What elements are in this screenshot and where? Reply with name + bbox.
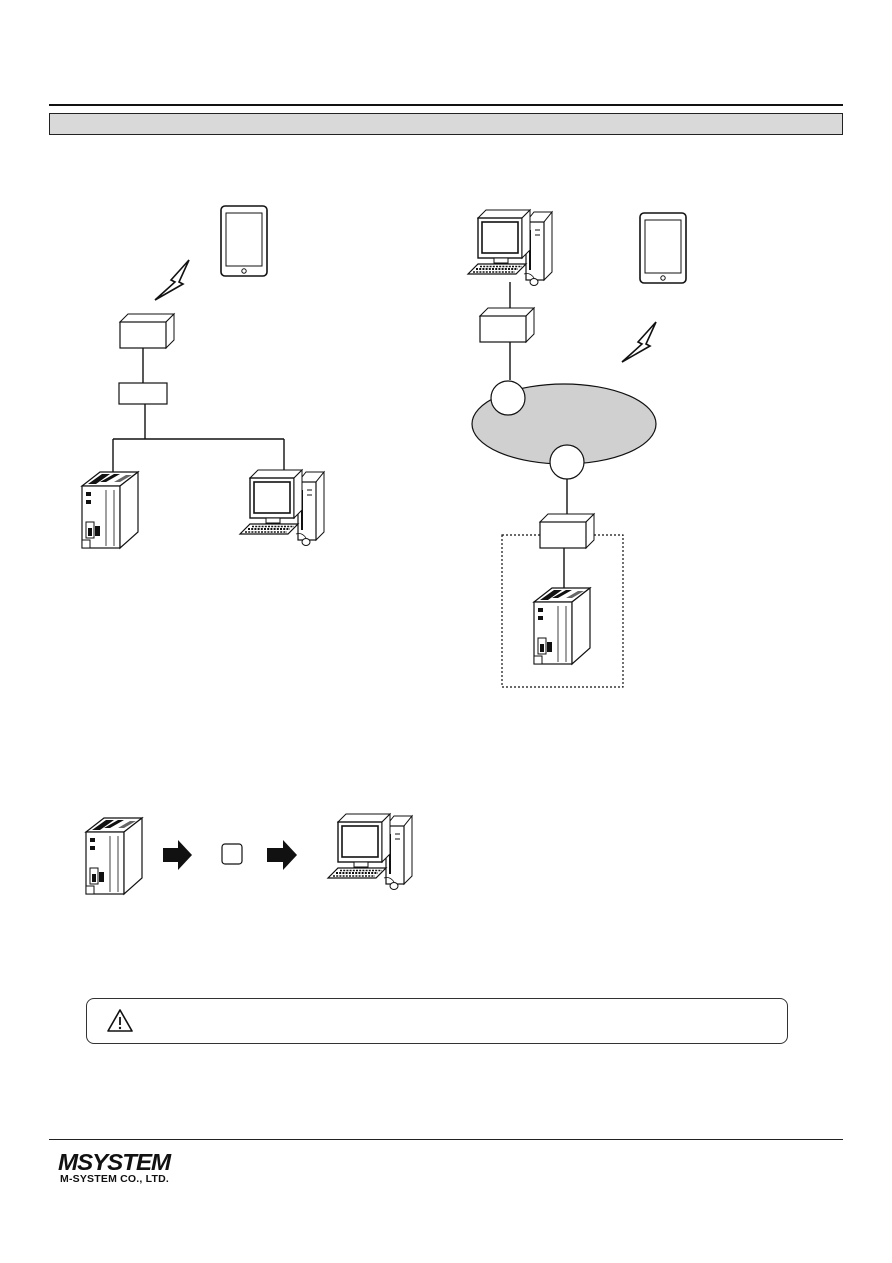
tablet-icon xyxy=(220,205,268,277)
lightning-bolt-icon xyxy=(621,321,657,363)
right-network-diagram xyxy=(467,209,687,688)
desktop-pc-icon xyxy=(467,209,553,287)
left-network-diagram xyxy=(81,205,325,549)
wireless-router-box xyxy=(119,313,175,349)
network-node-top xyxy=(490,380,526,416)
hub-box xyxy=(118,382,168,405)
data-transfer-flow xyxy=(85,813,413,895)
module-device-icon xyxy=(81,471,139,549)
logo-wordmark: MSYSTEM xyxy=(58,1149,171,1175)
desktop-pc-icon xyxy=(239,469,325,547)
company-name: M-SYSTEM CO., LTD. xyxy=(60,1173,169,1185)
router-box xyxy=(479,307,535,343)
right-arrow-icon xyxy=(267,840,297,870)
caution-box xyxy=(86,998,788,1044)
memory-card-icon xyxy=(221,843,243,865)
right-arrow-icon xyxy=(163,840,192,870)
warning-triangle-icon xyxy=(107,1009,133,1032)
tablet-icon xyxy=(639,212,687,284)
section-heading-bar xyxy=(49,113,843,135)
company-logo: MSYSTEM M-SYSTEM CO., LTD. xyxy=(58,1150,198,1190)
module-device-icon xyxy=(533,587,591,665)
network-node-bottom xyxy=(549,444,585,480)
remote-router-box xyxy=(539,513,595,549)
module-device-icon xyxy=(85,817,143,895)
footer-rule xyxy=(49,1139,843,1140)
lightning-bolt-icon xyxy=(154,259,190,301)
header-rule xyxy=(49,104,843,106)
desktop-pc-icon xyxy=(327,813,413,891)
